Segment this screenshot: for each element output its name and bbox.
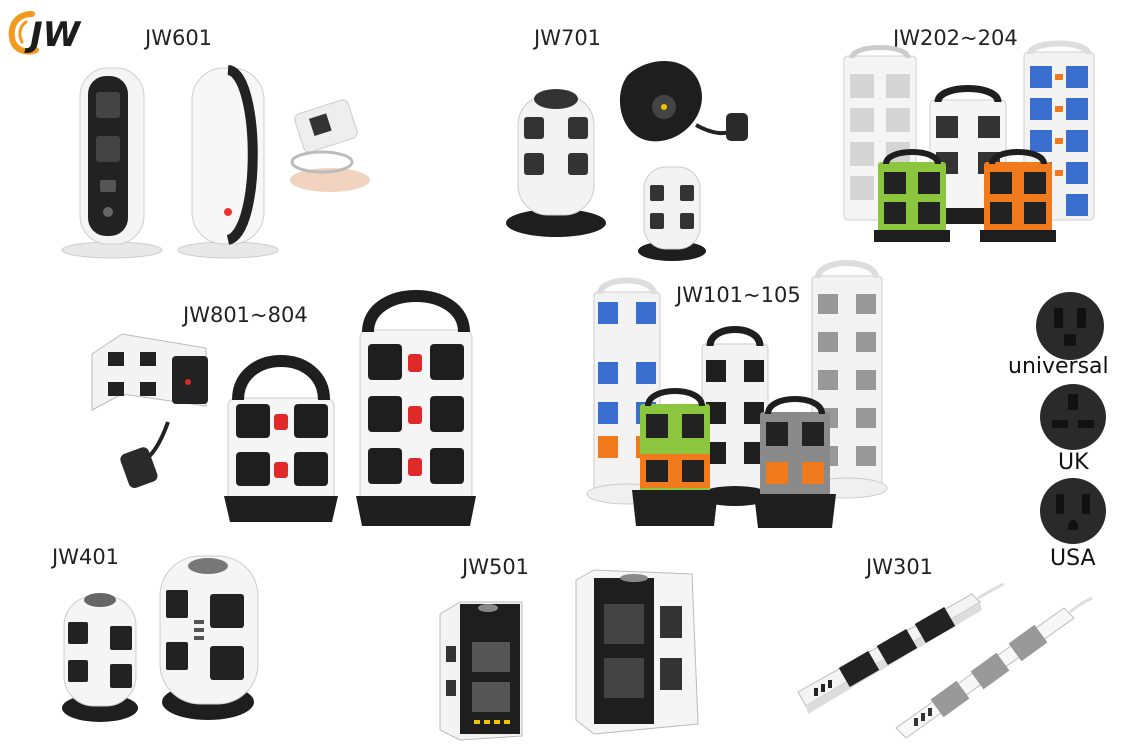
socket-usa-label: USA xyxy=(1050,546,1096,571)
logo-swoosh-icon xyxy=(8,11,39,55)
model-label-jw501: JW501 xyxy=(462,555,530,579)
product-image-jw401 xyxy=(62,555,259,722)
model-label-jw601: JW601 xyxy=(145,26,213,50)
product-image-jw601 xyxy=(61,65,370,259)
model-label-jw202: JW202~204 xyxy=(893,26,1018,50)
product-image-jw801 xyxy=(91,290,476,526)
model-label-jw801: JW801~804 xyxy=(183,303,308,327)
socket-uk-icon xyxy=(1040,384,1106,450)
jw-logo: JW xyxy=(8,11,82,55)
product-image-jw301 xyxy=(797,582,1093,739)
product-image-jw501 xyxy=(439,569,699,741)
socket-usa-icon xyxy=(1040,478,1106,544)
socket-universal-icon xyxy=(1036,292,1104,360)
model-label-jw701: JW701 xyxy=(534,26,602,50)
product-image-jw101 xyxy=(586,260,888,528)
product-image-jw701 xyxy=(506,61,748,261)
logo-swoosh-inner-icon xyxy=(18,20,28,44)
model-label-jw101: JW101~105 xyxy=(676,283,801,307)
logo-text: JW xyxy=(24,15,82,55)
model-label-jw301: JW301 xyxy=(866,555,934,579)
product-image-jw202 xyxy=(843,40,1095,242)
model-label-jw401: JW401 xyxy=(52,545,120,569)
socket-uk-label: UK xyxy=(1058,450,1089,475)
socket-universal-label: universal xyxy=(1008,354,1109,379)
